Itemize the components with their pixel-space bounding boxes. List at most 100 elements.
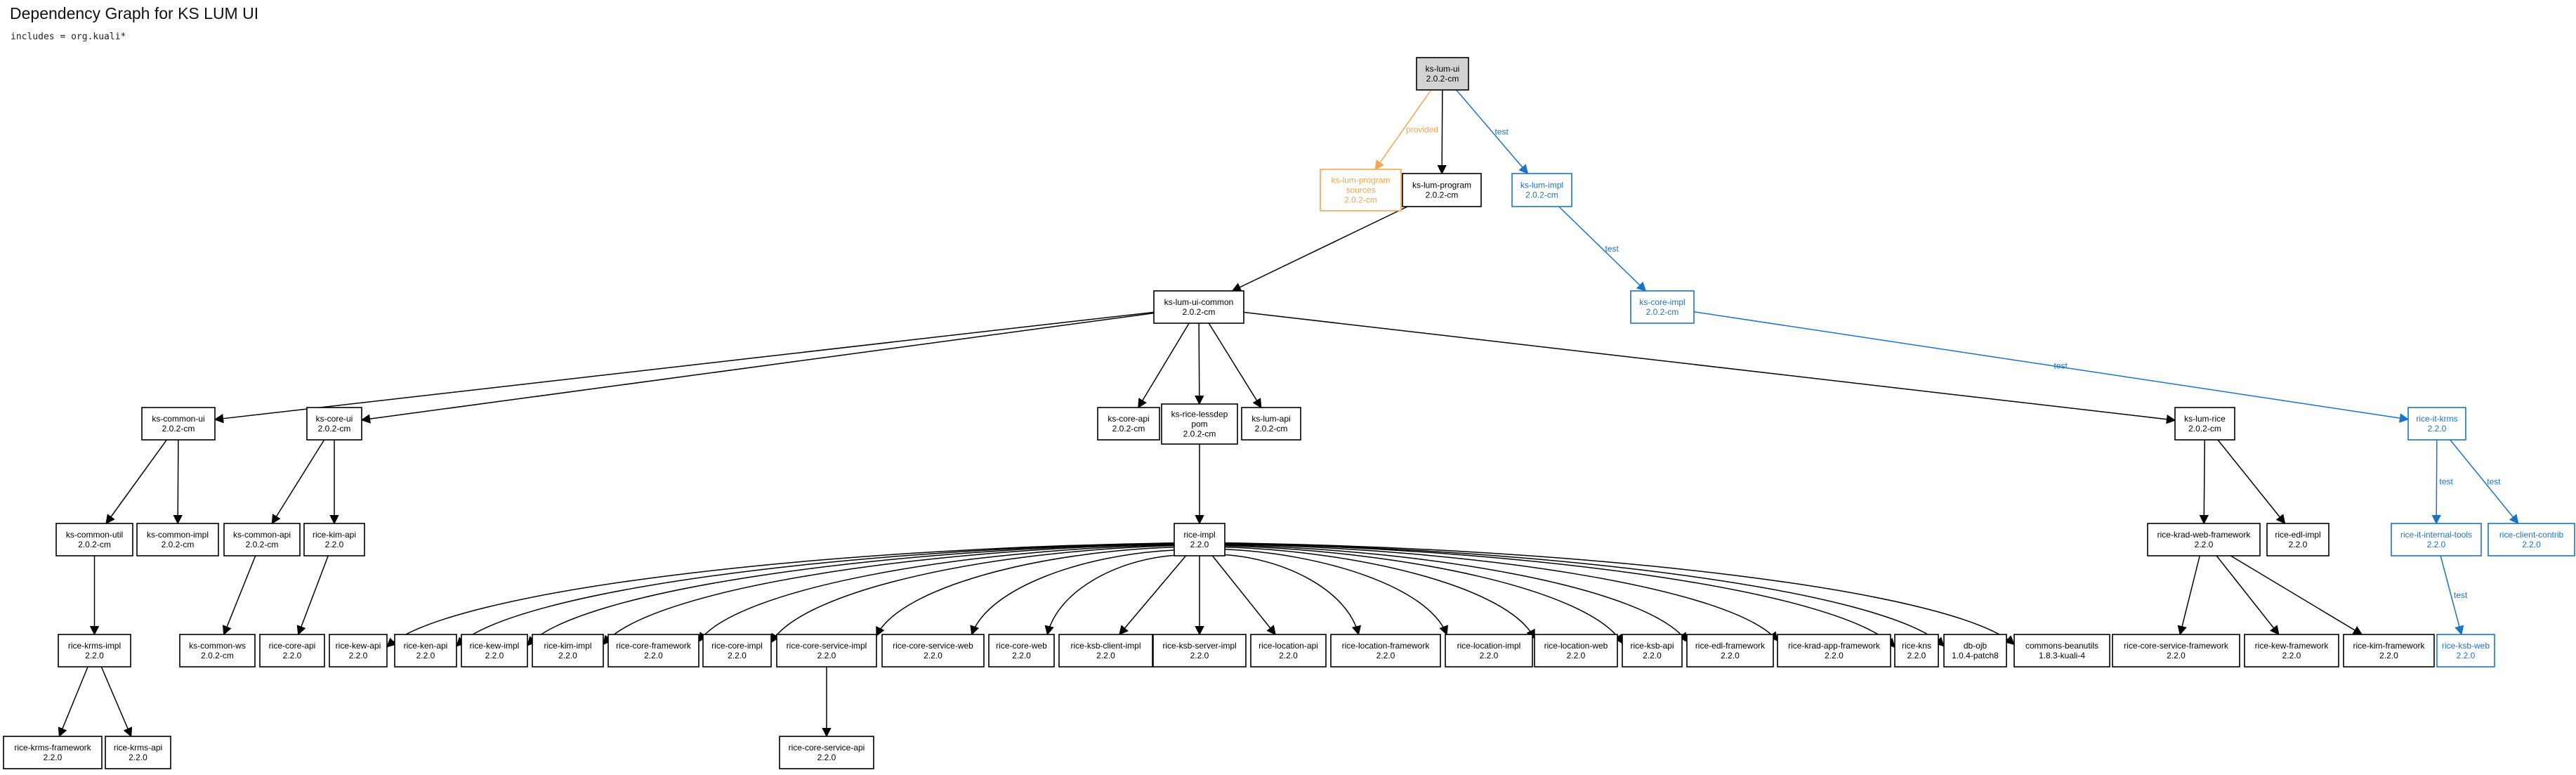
node-label-line: 2.0.2-cm xyxy=(1646,307,1679,317)
edge-rice_impl-to-loc_impl xyxy=(1224,549,1449,636)
edge-krms_impl-to-krms_fw xyxy=(58,666,88,738)
node-label-line: ks-lum-program xyxy=(1412,181,1471,190)
node-label-line: 2.0.2-cm xyxy=(162,424,195,434)
node-label-line: 2.2.0 xyxy=(1907,651,1926,660)
node-label-line: 2.2.0 xyxy=(2282,651,2301,660)
node-label-line: 2.2.0 xyxy=(44,753,63,762)
edge-prog-to-ui_common xyxy=(1231,206,1408,292)
node-label-line: 2.2.0 xyxy=(644,651,663,660)
node-label-line: ks-lum-impl xyxy=(1520,181,1563,190)
node-label-line: rice-kew-impl xyxy=(470,641,520,651)
node-label-line: rice-location-framework xyxy=(1342,641,1431,651)
node-label-line: 2.2.0 xyxy=(2522,540,2541,549)
node-label-line: rice-core-service-framework xyxy=(2124,641,2229,651)
node-box xyxy=(2407,407,2466,441)
node-label-line: 2.2.0 xyxy=(1376,651,1395,660)
node-label-line: 2.0.2-cm xyxy=(1112,424,1145,434)
node-label-line: 2.0.2-cm xyxy=(1183,307,1216,317)
node-box xyxy=(532,634,604,667)
node-label-line: 2.2.0 xyxy=(349,651,368,660)
node-box xyxy=(1330,634,1441,667)
node-box xyxy=(2174,407,2235,441)
node-box xyxy=(461,634,528,667)
node-box xyxy=(136,523,219,556)
node-label-line: 2.2.0 xyxy=(325,540,344,549)
page-title: Dependency Graph for KS LUM UI xyxy=(10,4,259,22)
node-label-line: pom xyxy=(1191,419,1207,429)
node-box xyxy=(2436,634,2495,667)
node-label-line: 2.2.0 xyxy=(485,651,504,660)
node-box xyxy=(881,634,985,667)
node-label-line: 2.0.2-cm xyxy=(1525,190,1558,200)
node-root: ks-lum-ui2.0.2-cm xyxy=(1416,57,1469,91)
node-label-line: 2.2.0 xyxy=(416,651,435,660)
node-label-line: ks-core-api xyxy=(1108,414,1149,424)
edge-rice_impl-to-ksb_api xyxy=(1224,545,1623,644)
node-label-line: ks-common-ws xyxy=(189,641,246,651)
node-core-ui: ks-core-ui2.0.2-cm xyxy=(306,407,362,441)
node-box xyxy=(2391,523,2482,556)
edge-rice_impl-to-krad_app_fw xyxy=(1224,543,1778,642)
node-label-line: 2.2.0 xyxy=(1480,651,1499,660)
node-label-line: rice-location-web xyxy=(1544,641,1608,651)
edge-ui_common-to-core_api xyxy=(1138,323,1190,409)
node-label-line: 2.0.2-cm xyxy=(1344,195,1377,205)
node-label-line: rice-kim-api xyxy=(313,530,356,540)
node-label-line: 2.0.2-cm xyxy=(318,424,351,434)
node-label-line: rice-edl-framework xyxy=(1695,641,1766,651)
node-label-line: ks-rice-lessdep xyxy=(1171,410,1228,419)
graph-filter-caption: includes = org.kuali* xyxy=(11,32,126,42)
node-label-line: rice-location-api xyxy=(1259,641,1318,651)
node-label-line: 2.0.2-cm xyxy=(1183,429,1216,439)
node-box xyxy=(1174,523,1225,556)
node-label-line: rice-krms-framework xyxy=(14,743,91,753)
edge-krad_web_fw-to-csf xyxy=(2177,555,2200,636)
node-label-line: 2.0.2-cm xyxy=(1426,190,1459,200)
node-box xyxy=(394,634,457,667)
node-label-line: rice-ksb-api xyxy=(1630,641,1674,651)
node-label-line: ks-core-impl xyxy=(1639,297,1685,307)
edge-label: test xyxy=(2487,477,2501,487)
node-label-line: ks-lum-ui xyxy=(1426,64,1460,74)
node-label-line: rice-client-contrib xyxy=(2499,530,2564,540)
node-box xyxy=(55,523,133,556)
node-label-line: 2.0.2-cm xyxy=(2188,424,2221,434)
edge-ui_common-to-lum_rice xyxy=(1243,311,2176,424)
node-label-line: rice-ksb-web xyxy=(2442,641,2490,651)
node-label-line: rice-kim-framework xyxy=(2353,641,2426,651)
edge-ui_common-to-core_ui xyxy=(360,312,1155,424)
node-label-line: commons-beanutils xyxy=(2025,641,2098,651)
edge-ui_common-to-lum_api xyxy=(1208,323,1262,409)
node-label-line: 2.2.0 xyxy=(85,651,104,660)
edge-rice_impl-to-cs_impl xyxy=(876,546,1175,637)
node-label-line: 2.2.0 xyxy=(1721,651,1740,660)
edge-rice_impl-to-kim_impl xyxy=(603,543,1175,646)
node-box xyxy=(1777,634,1891,667)
node-label-line: 2.2.0 xyxy=(2428,424,2447,434)
node-box xyxy=(1894,634,1939,667)
node-label-line: ks-lum-ui-common xyxy=(1164,297,1234,307)
node-box xyxy=(329,634,388,667)
node-label-line: 2.2.0 xyxy=(924,651,942,660)
edge-rice_impl-to-edl_fw xyxy=(1224,544,1688,643)
edge-krms_impl-to-krms_api xyxy=(100,666,133,738)
node-label-line: 2.0.2-cm xyxy=(201,651,234,660)
node-box xyxy=(303,523,365,556)
